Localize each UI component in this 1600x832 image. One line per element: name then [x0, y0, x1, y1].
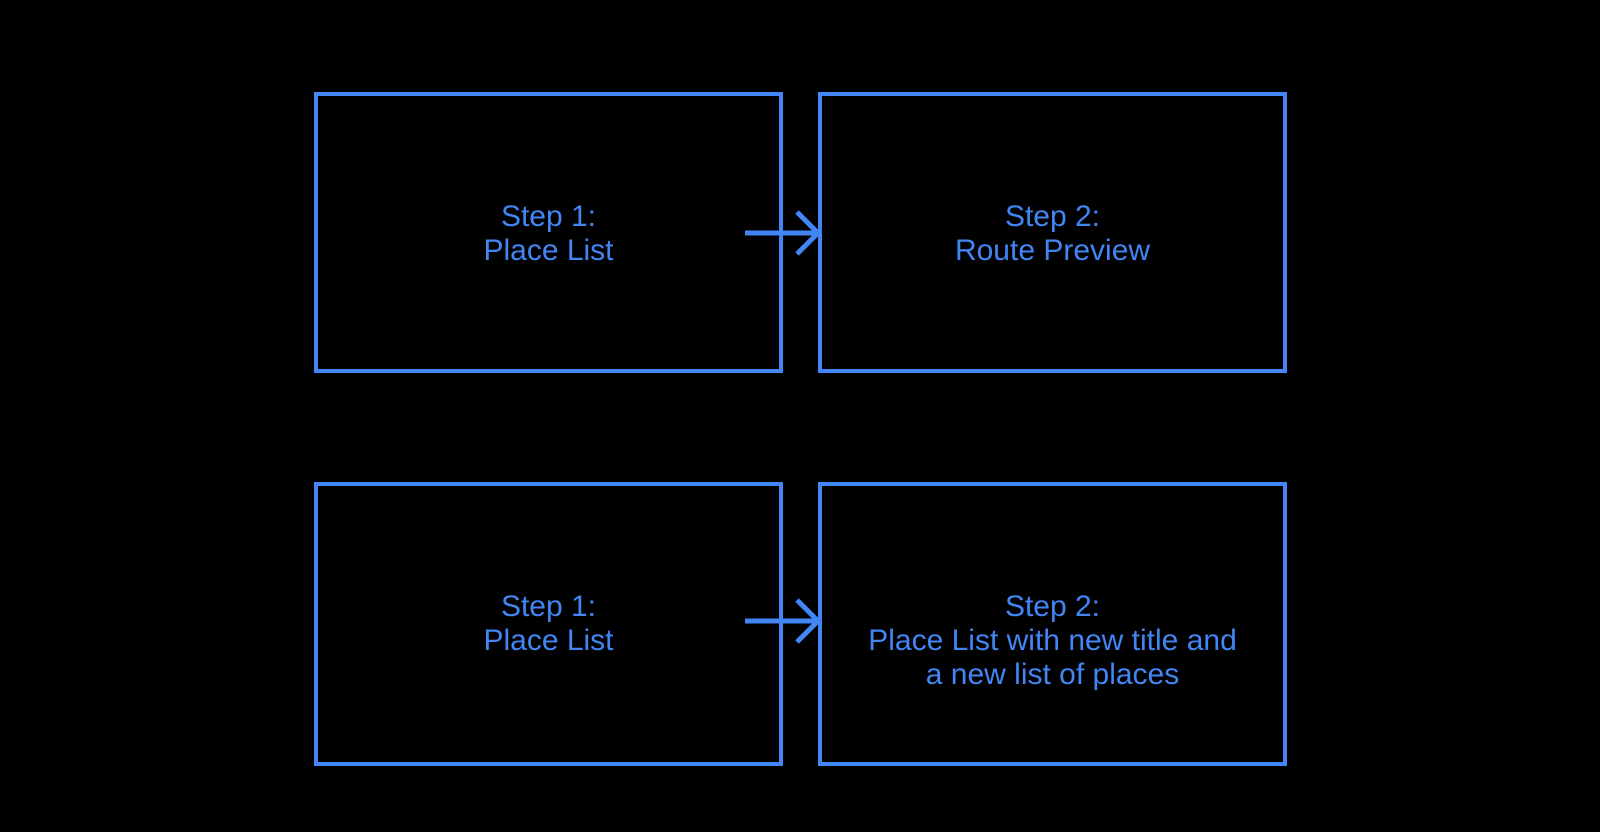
flow-box-step1-place-list-bottom: [314, 482, 783, 766]
step-title: Step 1:: [500, 590, 597, 623]
right-arrow-icon: [745, 598, 822, 644]
step-subtitle: Route Preview: [954, 234, 1151, 267]
step-title: Step 1:: [500, 200, 597, 233]
arrow-connector-bottom: [740, 596, 825, 646]
flow-box-step2-new-place-list: [818, 482, 1287, 766]
right-arrow-icon: [745, 210, 822, 256]
step-subtitle: Place List: [483, 234, 614, 267]
arrow-connector-top: [740, 208, 825, 258]
step-subtitle: Place List with new title and: [868, 624, 1237, 657]
step-subtitle: Place List: [483, 624, 614, 657]
step-title: Step 2:: [1004, 200, 1101, 233]
step-subtitle: a new list of places: [925, 658, 1180, 691]
flow-box-label-step1-top: Step 1: Place List: [314, 200, 783, 268]
flow-box-label-step1-bottom: Step 1: Place List: [314, 590, 783, 658]
step-title: Step 2:: [1004, 590, 1101, 623]
flow-box-label-step2-bottom: Step 2: Place List with new title and a …: [818, 590, 1287, 692]
flow-box-label-step2-top: Step 2: Route Preview: [818, 200, 1287, 268]
